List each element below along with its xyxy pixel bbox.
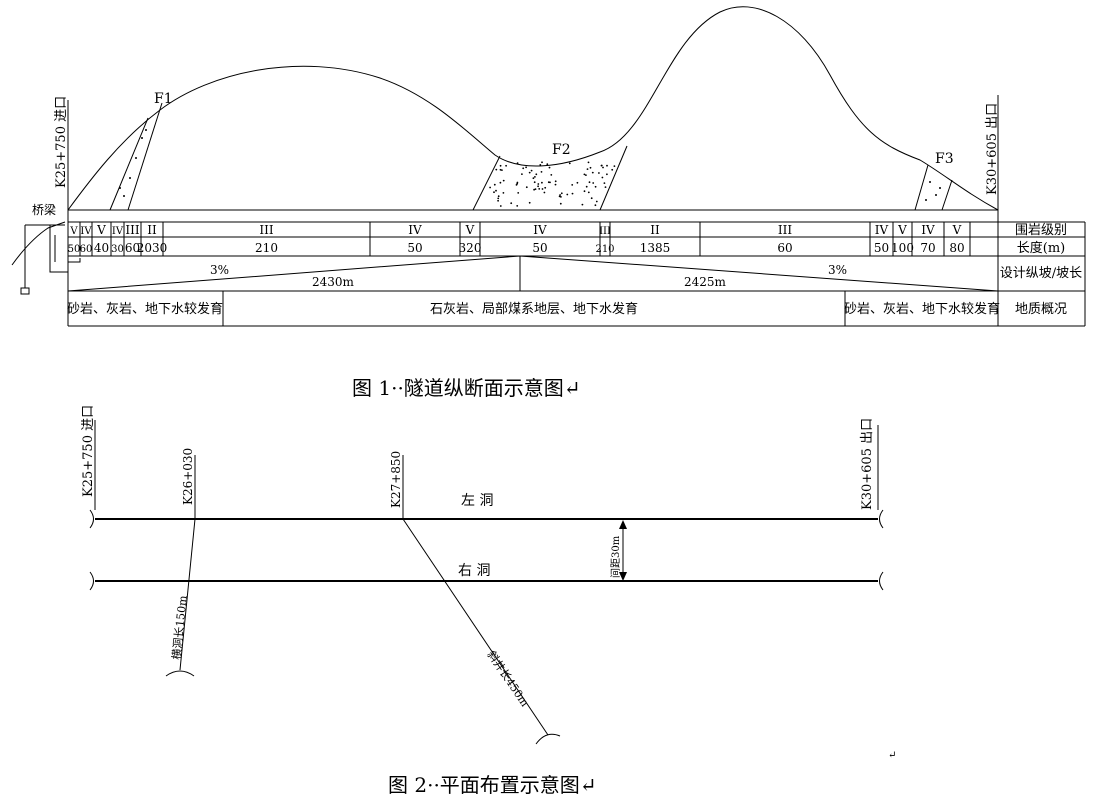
- right-tunnel-label: 右 洞: [458, 563, 490, 579]
- inclined-shaft-label: 斜井长450m: [485, 648, 533, 710]
- grade-cell: IV: [80, 226, 92, 237]
- length-cell: 60: [80, 244, 93, 255]
- fault-label-f2: F2: [552, 142, 571, 158]
- exit-station-label: K30+605 出口: [985, 103, 1000, 195]
- grade-cell: IV: [921, 223, 935, 237]
- grade-cell: III: [125, 223, 139, 237]
- plan-entrance-label: K25+750 进口: [81, 405, 96, 497]
- length-cell: 60: [777, 241, 792, 255]
- fault-f3-zone: [914, 164, 953, 211]
- grade-cell: III: [599, 226, 611, 237]
- left-tunnel-label: 左 洞: [461, 493, 493, 509]
- grade-cell: V: [69, 226, 78, 237]
- figure-1-profile: 桥梁 F1 F2 F3 K25+750 进口: [11, 6, 1086, 400]
- grade-cell: IV: [875, 223, 889, 237]
- grade-cell: V: [952, 223, 962, 237]
- shaft-station: K27+850: [389, 451, 403, 508]
- length-cell: 60: [125, 241, 140, 255]
- length-cell: 210: [595, 244, 614, 255]
- figure-1-caption: 图 1··隧道纵断面示意图↵: [352, 376, 581, 400]
- fault-f1-zone: [109, 102, 163, 211]
- grade-cell: III: [259, 223, 273, 237]
- length-cell: 30: [111, 244, 124, 255]
- slope-left-length: 2430m: [312, 275, 355, 289]
- bridge-label: 桥梁: [32, 202, 56, 217]
- fault-f2-zone: [472, 145, 628, 211]
- grade-cell: V: [897, 223, 907, 237]
- bridge-structure: [11, 221, 81, 295]
- grade-cell: IV: [408, 223, 422, 237]
- geology-section-2: 石灰岩、局部煤系地层、地下水发育: [430, 301, 638, 317]
- slope-left-percent: 3%: [210, 263, 229, 277]
- length-cell: 50: [874, 241, 889, 255]
- length-cell: 70: [920, 241, 935, 255]
- figure-2-plan: K25+750 进口 K30+605 出口 K26+030 K27+850 左 …: [81, 405, 896, 797]
- grade-cell: V: [96, 223, 106, 237]
- length-cell: 50: [532, 241, 547, 255]
- fault-label-f3: F3: [935, 151, 954, 167]
- length-cell: 50: [407, 241, 422, 255]
- length-cell: 40: [94, 241, 109, 255]
- ground-profile-line: [67, 6, 999, 211]
- slope-right-percent: 3%: [828, 263, 847, 277]
- length-cell: 50: [68, 244, 81, 255]
- length-cell: 1385: [640, 241, 671, 255]
- plan-exit-label: K30+605 出口: [860, 418, 875, 510]
- return-mark: ↵: [888, 750, 896, 761]
- grade-cell: II: [147, 223, 157, 237]
- row-label-slope: 设计纵坡/坡长: [1000, 266, 1082, 281]
- spacing-label: 间距30m: [609, 535, 622, 578]
- entrance-station-label: K25+750 进口: [54, 96, 69, 188]
- row-label-grade: 围岩级别: [1015, 223, 1067, 238]
- geology-section-3: 砂岩、灰岩、地下水较发育: [844, 301, 1000, 317]
- grade-cell: II: [650, 223, 660, 237]
- cross-passage-line: [179, 518, 196, 671]
- grade-cell: IV: [112, 226, 124, 237]
- length-cell: 2030: [137, 241, 168, 255]
- profile-table: V50IV60V40IV30III60II2030III210IV50V320I…: [67, 209, 1086, 327]
- slope-right-length: 2425m: [684, 275, 727, 289]
- figure-2-caption: 图 2··平面布置示意图↵: [388, 773, 597, 797]
- row-label-length: 长度(m): [1017, 240, 1065, 256]
- length-cell: 100: [891, 241, 914, 255]
- length-cell: 210: [255, 241, 278, 255]
- row-label-geology: 地质概况: [1015, 302, 1067, 317]
- grade-cell: III: [778, 223, 792, 237]
- geology-section-1: 砂岩、灰岩、地下水较发育: [67, 301, 223, 317]
- grade-cell: V: [465, 223, 475, 237]
- inclined-shaft-line: [402, 518, 549, 736]
- fault-label-f1: F1: [154, 91, 173, 107]
- length-cell: 80: [949, 241, 964, 255]
- cross-passage-label: 横洞长150m: [169, 594, 190, 660]
- grade-cell: IV: [533, 223, 547, 237]
- length-cell: 320: [459, 241, 482, 255]
- cross-passage-station: K26+030: [181, 448, 195, 505]
